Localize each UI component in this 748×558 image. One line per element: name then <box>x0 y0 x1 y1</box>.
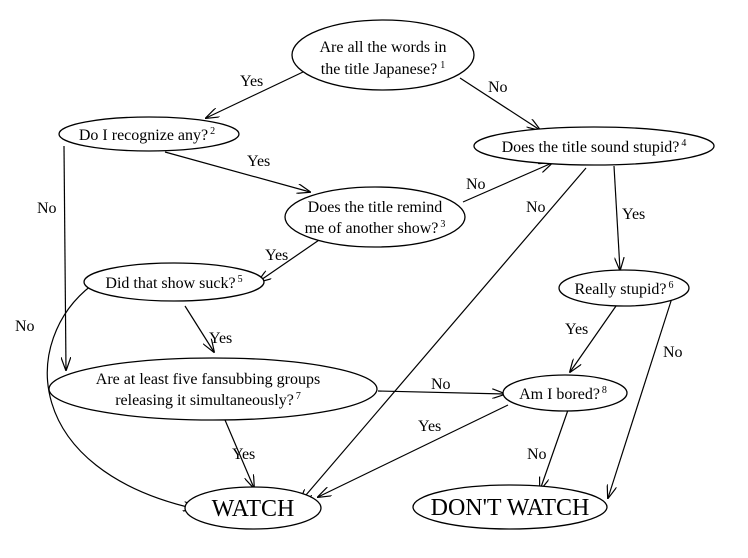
node-q7-line2: releasing it simultaneously? <box>115 392 294 409</box>
node-q7-note: 7 <box>296 391 301 402</box>
node-q3: Does the title remind me of another show… <box>284 186 466 248</box>
edge-label-q2-q3: Yes <box>247 153 270 170</box>
edge-label-q5-q7: Yes <box>209 330 232 347</box>
edge-label-q5-watch: No <box>15 318 35 335</box>
node-q3-line1: Does the title remind <box>308 199 443 216</box>
edge-label-q1-q4: No <box>488 79 508 96</box>
node-dont-watch: DON'T WATCH <box>412 484 608 530</box>
node-q5-note: 5 <box>238 274 243 285</box>
edge-q2-q3 <box>164 151 310 192</box>
svg-text:Did that show suck?5: Did that show suck?5 <box>105 274 242 292</box>
svg-text:Am I bored?8: Am I bored?8 <box>519 385 607 403</box>
edge-label-q4-watch: No <box>526 199 546 216</box>
edge-label-q7-q8: No <box>431 376 451 393</box>
edge-q7-watch <box>224 419 254 488</box>
node-q8-note: 8 <box>602 385 607 396</box>
node-q3-line2: me of another show? <box>305 220 439 237</box>
edge-label-q6-dont: No <box>663 344 683 361</box>
svg-text:releasing it simultaneously?7: releasing it simultaneously?7 <box>115 391 301 409</box>
node-q4-note: 4 <box>681 138 686 149</box>
node-watch: WATCH <box>184 486 322 530</box>
node-q1-line2: the title Japanese? <box>321 61 437 78</box>
edge-q6-q8 <box>570 305 617 372</box>
edge-label-q2-q7: No <box>37 200 57 217</box>
watch-label: WATCH <box>212 496 295 522</box>
svg-text:Does the title remind: Does the title remind <box>308 199 443 216</box>
edge-labels: Yes No Yes No No Yes No Yes No Yes Yes N… <box>15 73 683 463</box>
edge-q3-q5 <box>258 237 323 282</box>
edge-q1-q2 <box>206 71 304 118</box>
edge-label-q3-q5: Yes <box>265 247 288 264</box>
dont-watch-label: DON'T WATCH <box>431 495 590 521</box>
node-q8: Am I bored?8 <box>502 374 628 412</box>
node-q6: Really stupid?6 <box>558 269 690 307</box>
edge-q8-watch <box>318 404 509 497</box>
svg-text:Really stupid?6: Really stupid?6 <box>575 280 674 298</box>
edge-label-q6-q8: Yes <box>565 321 588 338</box>
node-q4-line1: Does the title sound stupid? <box>502 139 680 156</box>
edge-label-q8-dont: No <box>527 446 547 463</box>
edge-q5-q7 <box>184 305 214 352</box>
edge-label-q8-watch: Yes <box>418 418 441 435</box>
node-q5-line1: Did that show suck? <box>105 275 235 292</box>
edge-q3-q4 <box>462 163 552 203</box>
edge-q6-dont <box>608 297 673 498</box>
edge-q1-q4 <box>459 77 540 130</box>
node-q1-note: 1 <box>440 60 445 71</box>
edge-q4-watch <box>300 167 587 502</box>
svg-text:the title Japanese?1: the title Japanese?1 <box>321 60 445 78</box>
svg-text:Are all the words in: Are all the words in <box>319 39 446 56</box>
node-q1-line1: Are all the words in <box>319 39 446 56</box>
node-q2-line1: Do I recognize any? <box>79 127 208 144</box>
edge-label-q7-watch: Yes <box>232 446 255 463</box>
edges <box>46 71 673 509</box>
edge-q5-watch <box>46 284 196 509</box>
edge-q8-dont <box>540 409 569 490</box>
node-q6-note: 6 <box>668 280 673 291</box>
svg-text:me of another show?3: me of another show?3 <box>305 219 446 237</box>
node-q7: Are at least five fansubbing groups rele… <box>48 357 378 421</box>
svg-text:Are at least five fansubbing g: Are at least five fansubbing groups <box>96 371 320 388</box>
node-q8-line1: Am I bored? <box>519 386 600 403</box>
edge-q2-q7 <box>64 145 66 370</box>
node-q4: Does the title sound stupid?4 <box>473 126 715 166</box>
node-q1: Are all the words in the title Japanese?… <box>291 19 475 91</box>
edge-q4-q6 <box>613 165 620 270</box>
svg-text:Do I recognize any?2: Do I recognize any?2 <box>79 126 215 144</box>
edge-label-q4-q6: Yes <box>622 206 645 223</box>
node-q6-line1: Really stupid? <box>575 281 667 298</box>
node-q7-line1: Are at least five fansubbing groups <box>96 371 320 388</box>
edge-q7-q8 <box>377 391 505 394</box>
node-q5: Did that show suck?5 <box>83 262 265 302</box>
edge-label-q1-q2: Yes <box>240 73 263 90</box>
node-q2: Do I recognize any?2 <box>58 116 240 152</box>
svg-text:Does the title sound stupid?4: Does the title sound stupid?4 <box>502 138 687 156</box>
edge-label-q3-q4: No <box>466 176 486 193</box>
node-q3-note: 3 <box>440 219 445 230</box>
node-q2-note: 2 <box>210 126 215 137</box>
